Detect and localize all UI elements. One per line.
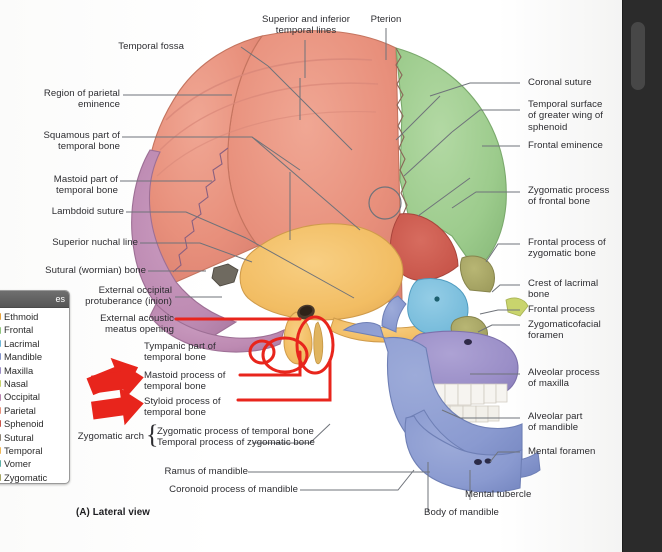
legend-item-label: Mandible <box>4 351 43 363</box>
sidebar-edge <box>622 0 623 552</box>
label-coronoid-process-of-mandible: Coronoid process of mandible <box>169 484 298 495</box>
legend-swatch-frontal <box>0 326 1 334</box>
legend-swatch-parietal <box>0 406 1 414</box>
label-temporal-fossa: Temporal fossa <box>118 41 184 52</box>
legend-item-mandible[interactable]: Mandible <box>0 350 69 363</box>
legend-item-label: Sutural <box>4 431 34 443</box>
label-coronal-suture: Coronal suture <box>528 77 592 88</box>
legend-item-label: Parietal <box>4 404 36 416</box>
legend-item-label: Nasal <box>4 377 28 389</box>
legend-item-label: Occipital <box>4 391 40 403</box>
label-zygomatic-process-of-temporal-bone: Zygomatic process of temporal bone <box>157 426 314 437</box>
label-mental-tubercle: Mental tubercle <box>465 489 532 500</box>
label-frontal-eminence: Frontal eminence <box>528 140 603 151</box>
label-ramus-of-mandible: Ramus of mandible <box>164 466 248 477</box>
legend-item-occipital[interactable]: Occipital <box>0 390 69 403</box>
label-region-of-parietal-eminence: Region of parietal eminence <box>43 88 120 111</box>
label-mastoid-process-of-temporal-bone: Mastoid process of temporal bone <box>144 370 226 393</box>
label-body-of-mandible: Body of mandible <box>424 507 499 518</box>
legend-item-label: Sphenoid <box>4 418 44 430</box>
label-frontal-process-of-zygomatic-bone: Frontal process of zygomatic bone <box>528 237 606 260</box>
legend-item-maxilla[interactable]: Maxilla <box>0 364 69 377</box>
label-crest-of-lacrimal-bone: Crest of lacrimal bone <box>528 278 599 301</box>
legend-swatch-sphenoid <box>0 420 1 428</box>
app-sidebar <box>622 0 662 552</box>
label-temporal-surface-of-greater-wing-of-sphenoid: Temporal surface of greater wing of sphe… <box>528 99 604 133</box>
vertical-scrollbar-thumb[interactable] <box>631 22 645 90</box>
legend-item-sphenoid[interactable]: Sphenoid <box>0 417 69 430</box>
legend-swatch-occipital <box>0 393 1 401</box>
label-pterion: Pterion <box>370 14 402 25</box>
label-tympanic-part-of-temporal-bone: Tympanic part of temporal bone <box>144 341 216 364</box>
zygomatic-arch-brace: { <box>146 420 159 449</box>
legend-item-zygomatic[interactable]: Zygomatic <box>0 471 69 483</box>
legend-item-label: Temporal <box>4 444 43 456</box>
label-mental-foramen: Mental foramen <box>528 446 596 457</box>
label-lambdoid-suture: Lambdoid suture <box>51 206 124 217</box>
legend-item-ethmoid[interactable]: Ethmoid <box>0 310 69 323</box>
label-superior-inferior-temporal-lines: Superior and inferior temporal lines <box>262 14 350 37</box>
label-zygomaticofacial-foramen: Zygomaticofacial foramen <box>528 319 601 342</box>
legend-swatch-maxilla <box>0 366 1 374</box>
legend-swatch-mandible <box>0 353 1 361</box>
legend-swatch-temporal <box>0 447 1 455</box>
legend-swatch-nasal <box>0 380 1 388</box>
legend-item-label: Ethmoid <box>4 311 39 322</box>
figure-caption: (A) Lateral view <box>76 507 151 518</box>
label-frontal-process: Frontal process <box>528 304 595 315</box>
label-external-acoustic-meatus-opening: External acoustic meatus opening <box>100 313 174 336</box>
legend-item-sutural[interactable]: Sutural <box>0 431 69 444</box>
legend-item-label: Frontal <box>4 324 34 336</box>
legend-item-label: Zygomatic <box>4 471 48 483</box>
legend-swatch-sutural <box>0 433 1 441</box>
legend-item-label: Maxilla <box>4 364 34 376</box>
label-alveolar-process-of-maxilla: Alveolar process of maxilla <box>528 367 600 390</box>
figure-surface: Temporal fossa Superior and inferior tem… <box>0 0 622 552</box>
legend-item-temporal[interactable]: Temporal <box>0 444 69 457</box>
legend-swatch-vomer <box>0 460 1 468</box>
legend-item-vomer[interactable]: Vomer <box>0 457 69 470</box>
label-sutural-wormian-bone: Sutural (wormian) bone <box>45 265 146 276</box>
label-zygomatic-process-of-frontal-bone: Zygomatic process of frontal bone <box>528 185 610 208</box>
legend-item-label: Lacrimal <box>4 337 40 349</box>
label-mastoid-part-of-temporal-bone: Mastoid part of temporal bone <box>53 174 118 197</box>
label-superior-nuchal-line: Superior nuchal line <box>52 237 138 248</box>
legend-item-parietal[interactable]: Parietal <box>0 404 69 417</box>
legend-swatch-ethmoid <box>0 313 1 321</box>
legend-item-lacrimal[interactable]: Lacrimal <box>0 337 69 350</box>
legend-item-frontal[interactable]: Frontal <box>0 323 69 336</box>
label-temporal-process-of-zygomatic-bone: Temporal process of zygomatic bone <box>157 437 315 448</box>
label-external-occipital-protuberance: External occipital protuberance (inion) <box>85 285 172 308</box>
label-styloid-process-of-temporal-bone: Styloid process of temporal bone <box>144 396 221 419</box>
legend-swatch-lacrimal <box>0 339 1 347</box>
label-squamous-part-of-temporal-bone: Squamous part of temporal bone <box>43 130 120 153</box>
label-alveolar-part-of-mandible: Alveolar part of mandible <box>528 411 583 434</box>
legend-item-nasal[interactable]: Nasal <box>0 377 69 390</box>
legend-item-label: Vomer <box>4 458 32 470</box>
legend-header: es <box>0 291 69 308</box>
label-zygomatic-arch: Zygomatic arch <box>77 431 144 442</box>
legend-swatch-zygomatic <box>0 473 1 481</box>
